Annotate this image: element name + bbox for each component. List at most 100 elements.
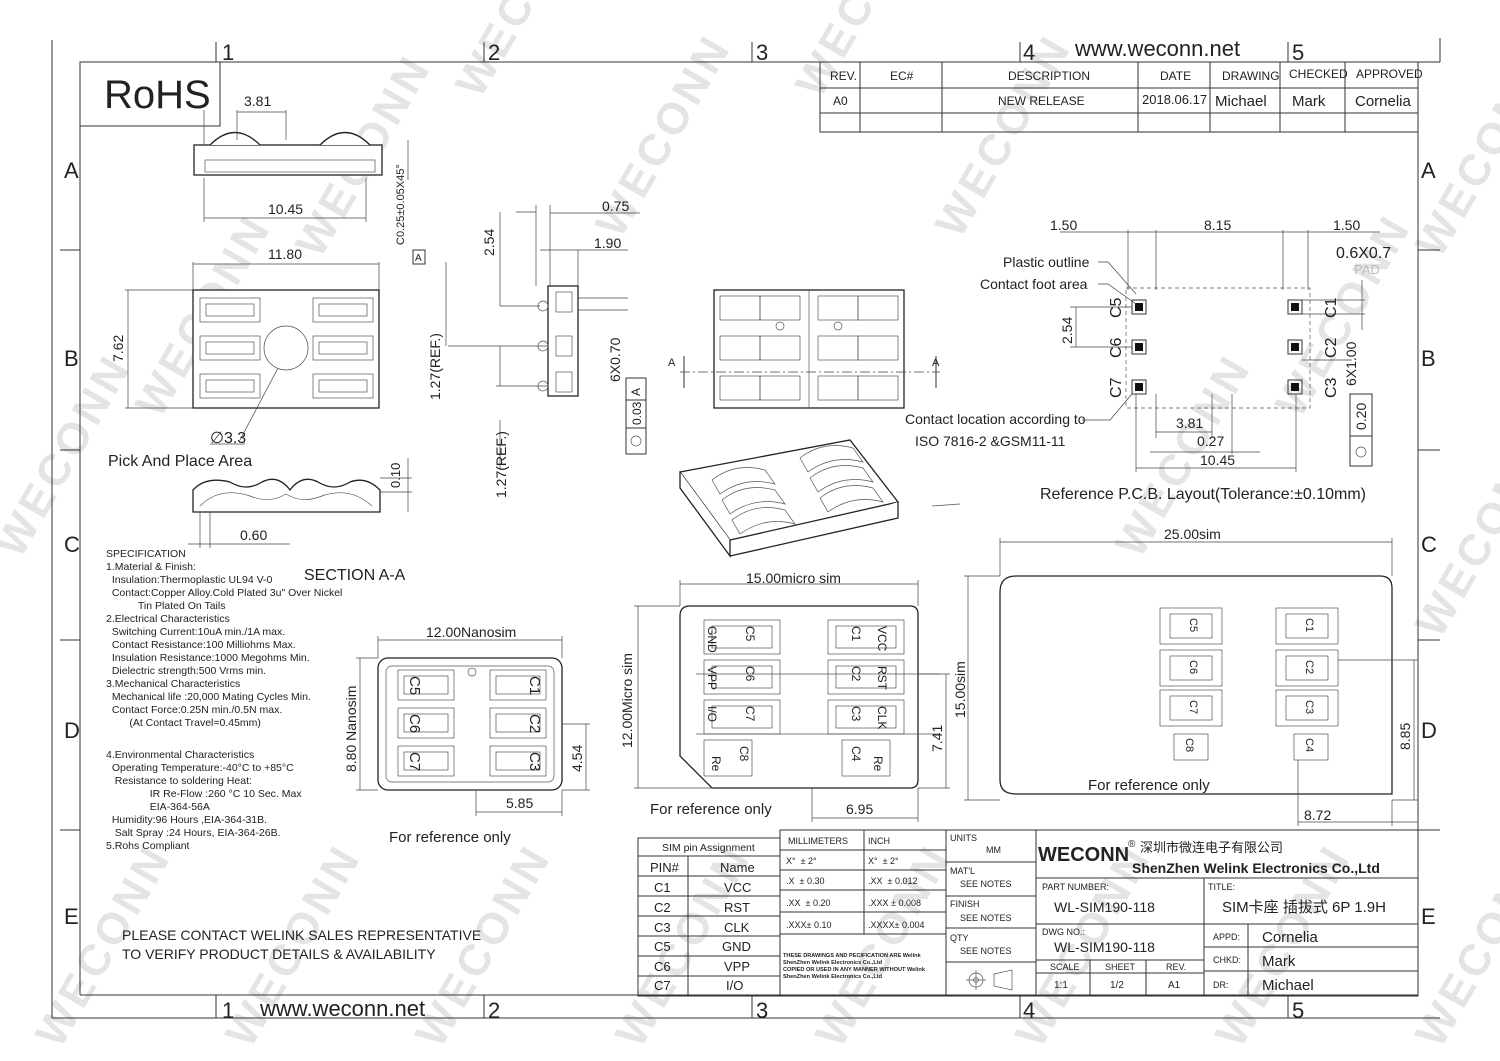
drawing-number: WL-SIM190-118 xyxy=(1054,939,1155,955)
title-block-label: APPD: xyxy=(1213,932,1240,942)
title-block-label: PART NUMBER: xyxy=(1042,882,1109,892)
approved-by: Cornelia xyxy=(1262,929,1319,946)
spec-line: (At Contact Travel=0.45mm) xyxy=(106,717,261,729)
pcb-contact-label: C5 xyxy=(1108,297,1125,318)
nanosim-contact-label: C2 xyxy=(526,714,543,733)
tolerance-cell: X° ± 2° xyxy=(868,856,899,866)
pcb-layout: 1.50 8.15 1.50 0.6X0.7 PAD Plastic outli… xyxy=(905,217,1391,503)
spec-line: Salt Spray :24 Hours, EIA-364-26B. xyxy=(106,827,281,839)
title-block-value: MM xyxy=(986,845,1001,855)
title-block-value: SEE NOTES xyxy=(960,879,1012,889)
drawing-title: SIM卡座 插拔式 6P 1.9H xyxy=(1222,899,1386,916)
section-mark: A xyxy=(932,357,940,369)
dim-label: 2.54 xyxy=(481,229,497,256)
spec-line: Contact Force:0.25N min./0.5N max. xyxy=(106,704,282,716)
microsim-pad-label: VCC xyxy=(875,626,889,652)
dim-label: 11.80 xyxy=(268,246,302,262)
spec-line: Contact Resistance:100 Milliohms Max. xyxy=(106,639,296,651)
drawn-by: Michael xyxy=(1262,977,1314,994)
microsim-pad-label: VPP xyxy=(705,666,719,690)
dim-label: 4.54 xyxy=(569,745,585,772)
spec-line: Insulation:Thermoplastic UL94 V-0 xyxy=(106,574,272,586)
title-block-label: DWG NO.: xyxy=(1042,927,1085,937)
nanosim-contact-label: C1 xyxy=(526,676,543,695)
dim-label: 1.27(REF.) xyxy=(493,431,509,498)
tolerance-cell: .XXXX± 0.004 xyxy=(868,920,924,930)
sheet-value: 1/2 xyxy=(1110,980,1124,991)
dim-label: 12.00Micro sim xyxy=(619,653,635,748)
title-block-label: QTY xyxy=(950,933,969,943)
rohs-box xyxy=(79,61,221,127)
grid-row-label: A xyxy=(1421,158,1436,183)
dim-label: 1.50 xyxy=(1050,217,1077,233)
title-block-label: TITLE: xyxy=(1208,882,1235,892)
dim-label: 8.80 Nanosim xyxy=(343,686,359,772)
title-block-value: SEE NOTES xyxy=(960,913,1012,923)
microsim-contact-label: C3 xyxy=(849,706,863,722)
revision-table: REV. EC# DESCRIPTION DATE DRAWING CHECKE… xyxy=(819,61,1423,133)
spec-line: EIA-364-56A xyxy=(106,801,210,813)
section-mark: A xyxy=(668,357,676,369)
section-label: SECTION A-A xyxy=(304,567,406,584)
website-top[interactable]: www.weconn.net xyxy=(1074,36,1240,61)
sim-view: C5 C6 C7 C1 C2 C3 C8 C4 25.00sim 15.00si… xyxy=(952,526,1418,826)
pcb-contact-label: C3 xyxy=(1323,377,1340,398)
pcb-caption: Reference P.C.B. Layout(Tolerance:±0.10m… xyxy=(1040,486,1366,503)
side-view: 0.75 1.90 2.54 1.27(REF.) 1.27(REF.) 6X0… xyxy=(427,198,647,498)
pin-table-header: PIN# xyxy=(650,860,680,875)
part-number: WL-SIM190-118 xyxy=(1054,899,1155,915)
microsim-pad-label: I/O xyxy=(705,706,719,722)
title-block-label: MAT'L xyxy=(950,866,975,876)
title-block-label: SHEET xyxy=(1105,962,1136,972)
sim-contact-label: C2 xyxy=(1303,660,1315,674)
grid-row-label: E xyxy=(64,904,79,929)
spec-line: Insulation Resistance:1000 Megohms Min. xyxy=(106,652,310,664)
isometric-view xyxy=(678,439,961,558)
pad-caption: PAD xyxy=(1354,262,1380,277)
pin-name: VCC xyxy=(724,880,751,895)
grid-col-label: 1 xyxy=(222,40,234,65)
dim-label: 12.00Nanosim xyxy=(426,624,516,640)
grid-row-label: C xyxy=(64,532,80,557)
microsim-contact-label: C1 xyxy=(849,626,863,642)
tolerance-label: 0.03 xyxy=(630,401,644,425)
microsim-reserved-label: Re xyxy=(871,756,885,772)
watermark: WECONN xyxy=(1266,206,1421,425)
grid-col-label: 4 xyxy=(1023,40,1035,65)
dim-label: 7.62 xyxy=(110,335,126,362)
tolerance-header: MILLIMETERS xyxy=(788,836,848,846)
brand-registered: ® xyxy=(1128,839,1136,850)
brand-logo: WECONN xyxy=(1038,844,1129,866)
iso-note: ISO 7816-2 &GSM11-11 xyxy=(915,433,1066,449)
microsim-pad-label: RST xyxy=(875,666,889,691)
reference-note: For reference only xyxy=(650,801,772,818)
microsim-contact-label: C7 xyxy=(743,706,757,722)
rev-cell: Michael xyxy=(1215,93,1267,110)
pin-name: CLK xyxy=(724,920,750,935)
website-bottom[interactable]: www.weconn.net xyxy=(259,996,425,1021)
iso-note: Contact location according to xyxy=(905,411,1086,427)
scale-value: 1:1 xyxy=(1054,980,1068,991)
nanosim-contact-label: C5 xyxy=(406,676,423,695)
sim-contact-label: C1 xyxy=(1303,618,1315,632)
spec-line: 5.Rohs Compliant xyxy=(106,840,190,852)
pin-number: C7 xyxy=(654,978,671,993)
dim-label: 8.72 xyxy=(1304,807,1331,823)
rev-cell: 2018.06.17 xyxy=(1142,92,1207,107)
plan-view: 11.80 7.62 ∅3.3 Pick And Place Area xyxy=(108,246,380,470)
datum-label: A xyxy=(415,253,422,264)
pcb-contact-label: C1 xyxy=(1323,297,1340,318)
dim-label: 25.00sim xyxy=(1164,526,1221,542)
specification-block: SPECIFICATION 1.Material & Finish: Insul… xyxy=(106,548,342,852)
tolerance-cell: X° ± 2° xyxy=(786,856,817,866)
watermark: WECONN xyxy=(1406,836,1500,1055)
spec-line: Dielectric strength:500 Vrms min. xyxy=(106,665,266,677)
pad-label: 0.6X0.7 xyxy=(1336,245,1391,262)
dim-label: 15.00micro sim xyxy=(746,570,841,586)
grid-row-label: A xyxy=(64,158,79,183)
grid-row-label: B xyxy=(64,346,79,371)
dim-label: 10.45 xyxy=(268,201,303,217)
top-elevation-view: 3.81 10.45 C0.25±0.05X45° A xyxy=(193,93,426,265)
grid-col-label: 5 xyxy=(1292,998,1304,1023)
dim-label: 15.00sim xyxy=(952,661,968,718)
